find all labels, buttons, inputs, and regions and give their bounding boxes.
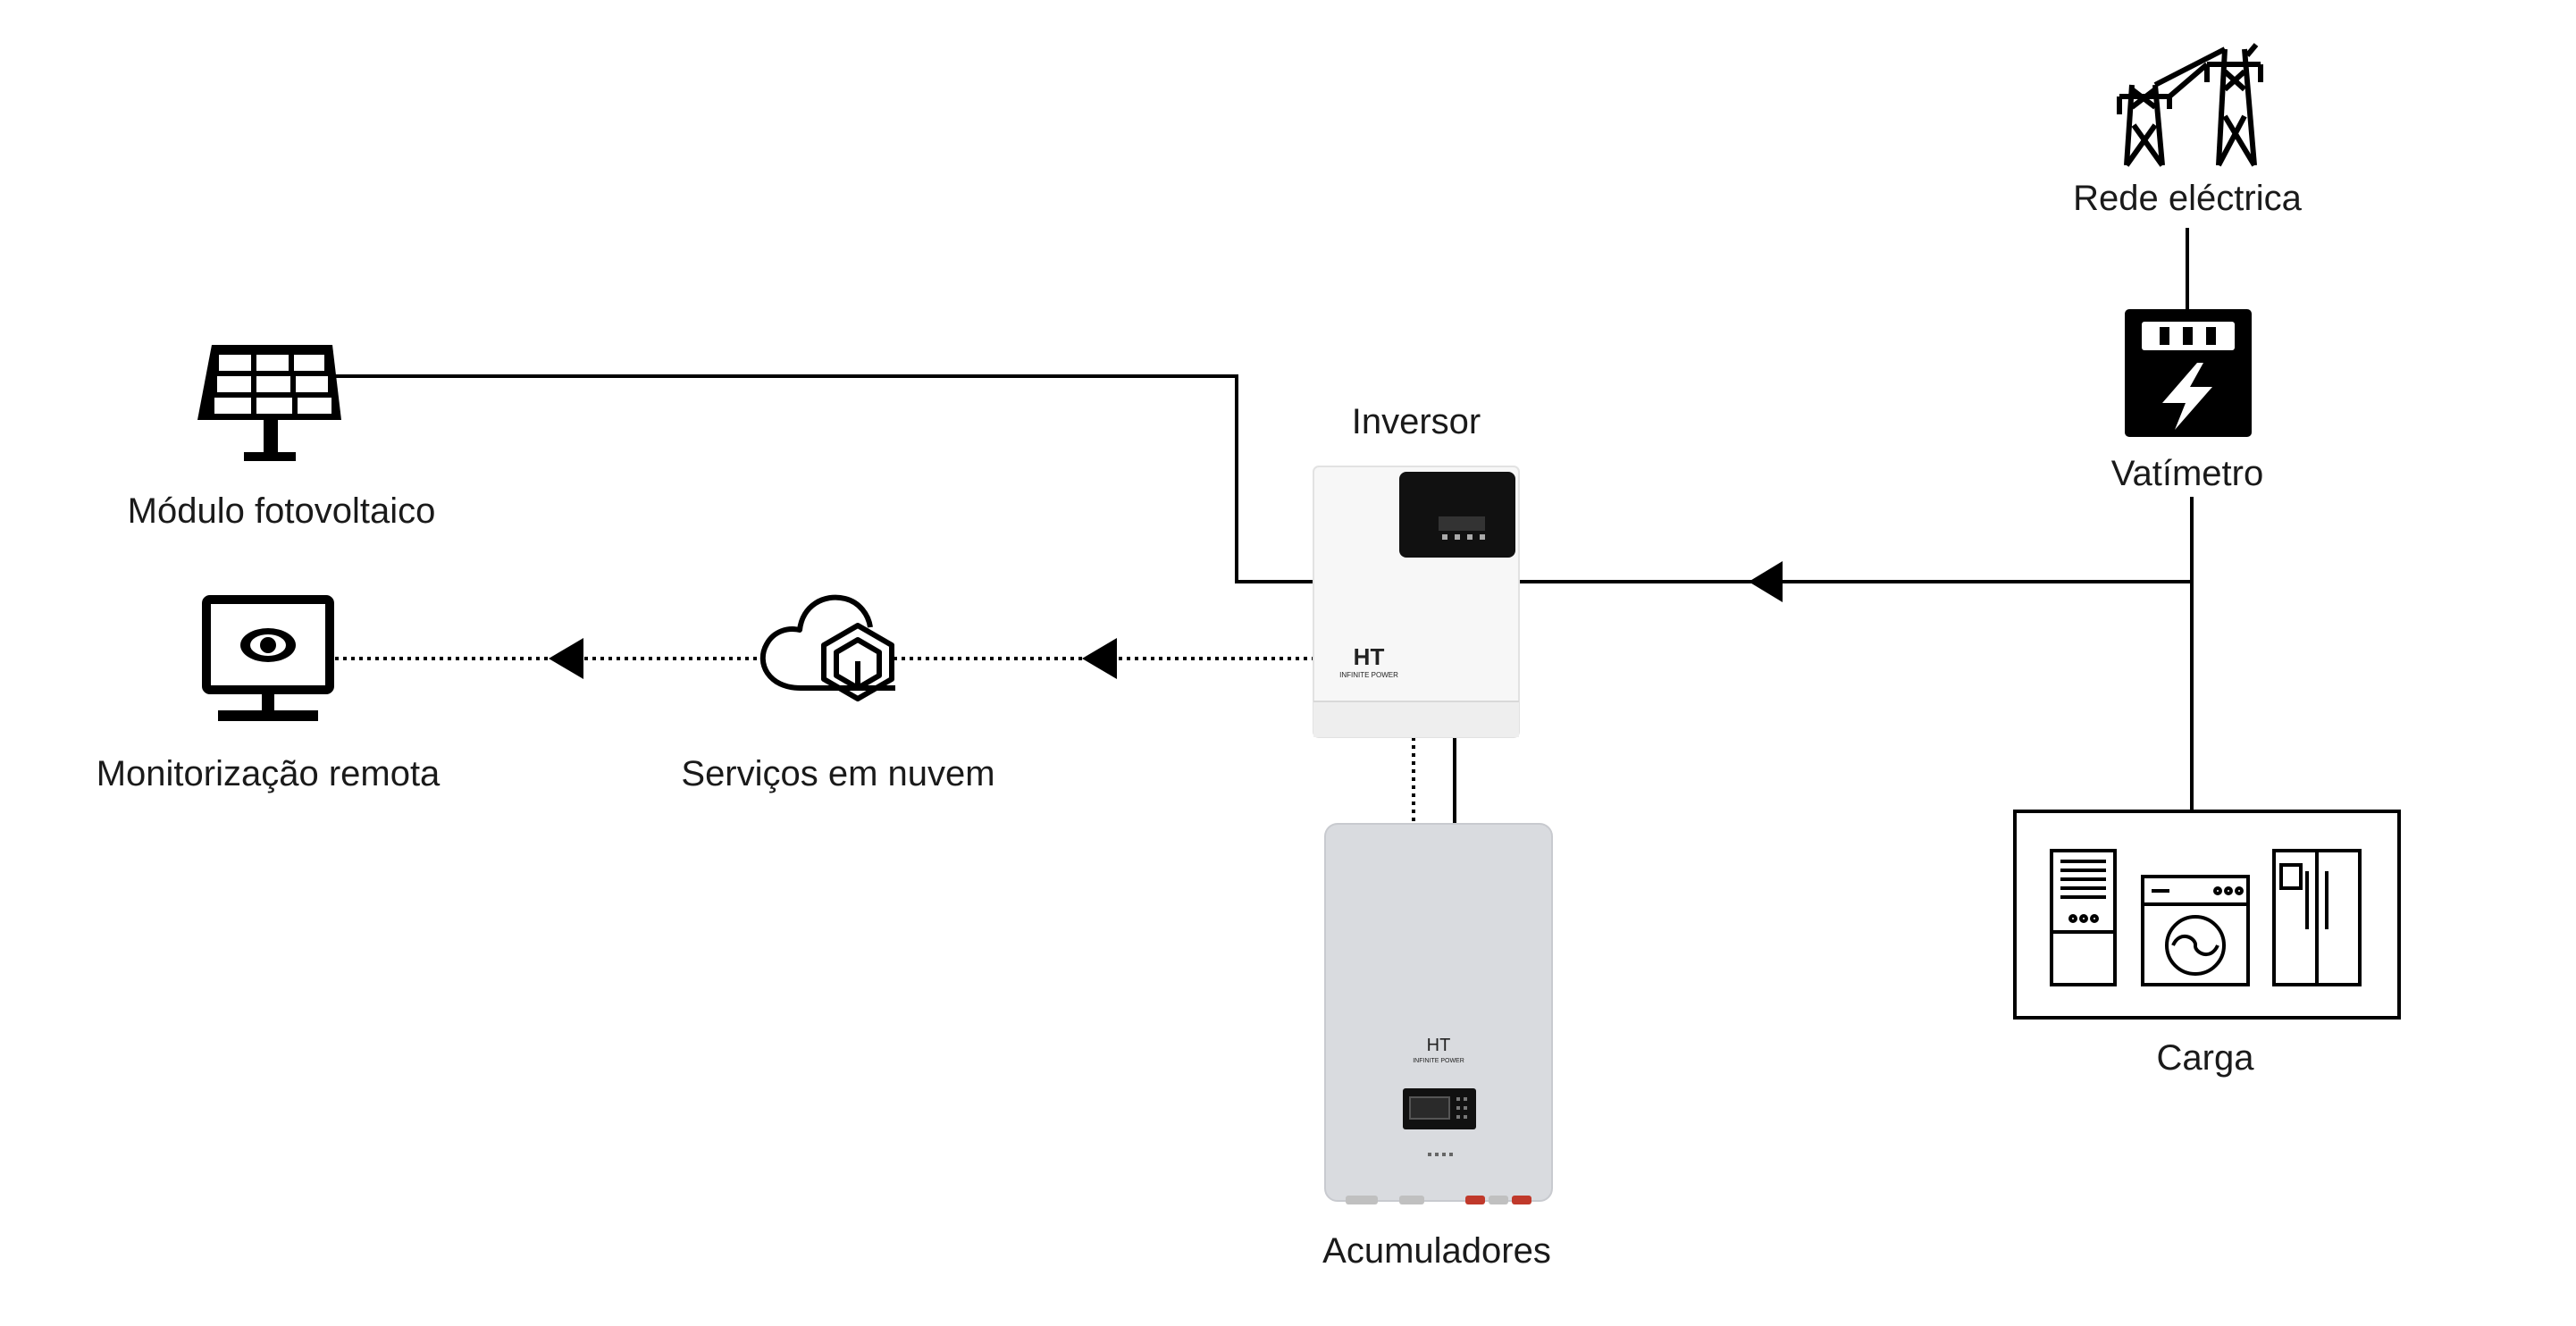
arrow-grid-to-inverter	[1749, 561, 1783, 602]
cloud-icon	[759, 594, 895, 701]
meter-bolt-icon	[2125, 309, 2252, 437]
arrow-inverter-to-cloud	[1082, 638, 1117, 679]
inverter-logo: HT	[1353, 643, 1385, 670]
battery-tagline: INFINITE POWER	[1413, 1058, 1464, 1064]
batteries-label: Acumuladores	[1322, 1231, 1551, 1271]
data-links	[335, 657, 1415, 824]
solar-panel-icon	[197, 345, 341, 461]
inverter-label: Inversor	[1351, 402, 1481, 441]
grid-label: Rede eléctrica	[2073, 179, 2302, 218]
remote-monitoring-label: Monitorização remota	[96, 754, 441, 793]
battery-device	[1324, 823, 1553, 1204]
monitor-eye-icon	[202, 595, 334, 721]
power-pylon-icon	[2117, 43, 2263, 167]
pv-module-label: Módulo fotovoltaico	[127, 491, 436, 531]
connection-lines	[332, 228, 2194, 824]
pv-to-inverter-line	[332, 374, 1313, 583]
inverter-device	[1313, 466, 1520, 738]
battery-terminals	[1346, 1196, 1531, 1204]
load-label: Carga	[2156, 1038, 2254, 1078]
battery-logo: HT	[1426, 1036, 1451, 1055]
appliances-icon	[2013, 810, 2401, 1020]
meter-label: Vatímetro	[2110, 454, 2264, 493]
cloud-services-label: Serviços em nuvem	[681, 754, 995, 793]
arrow-cloud-to-monitor	[549, 638, 583, 679]
inverter-tagline: INFINITE POWER	[1339, 671, 1398, 679]
inverter-display	[1399, 472, 1515, 558]
